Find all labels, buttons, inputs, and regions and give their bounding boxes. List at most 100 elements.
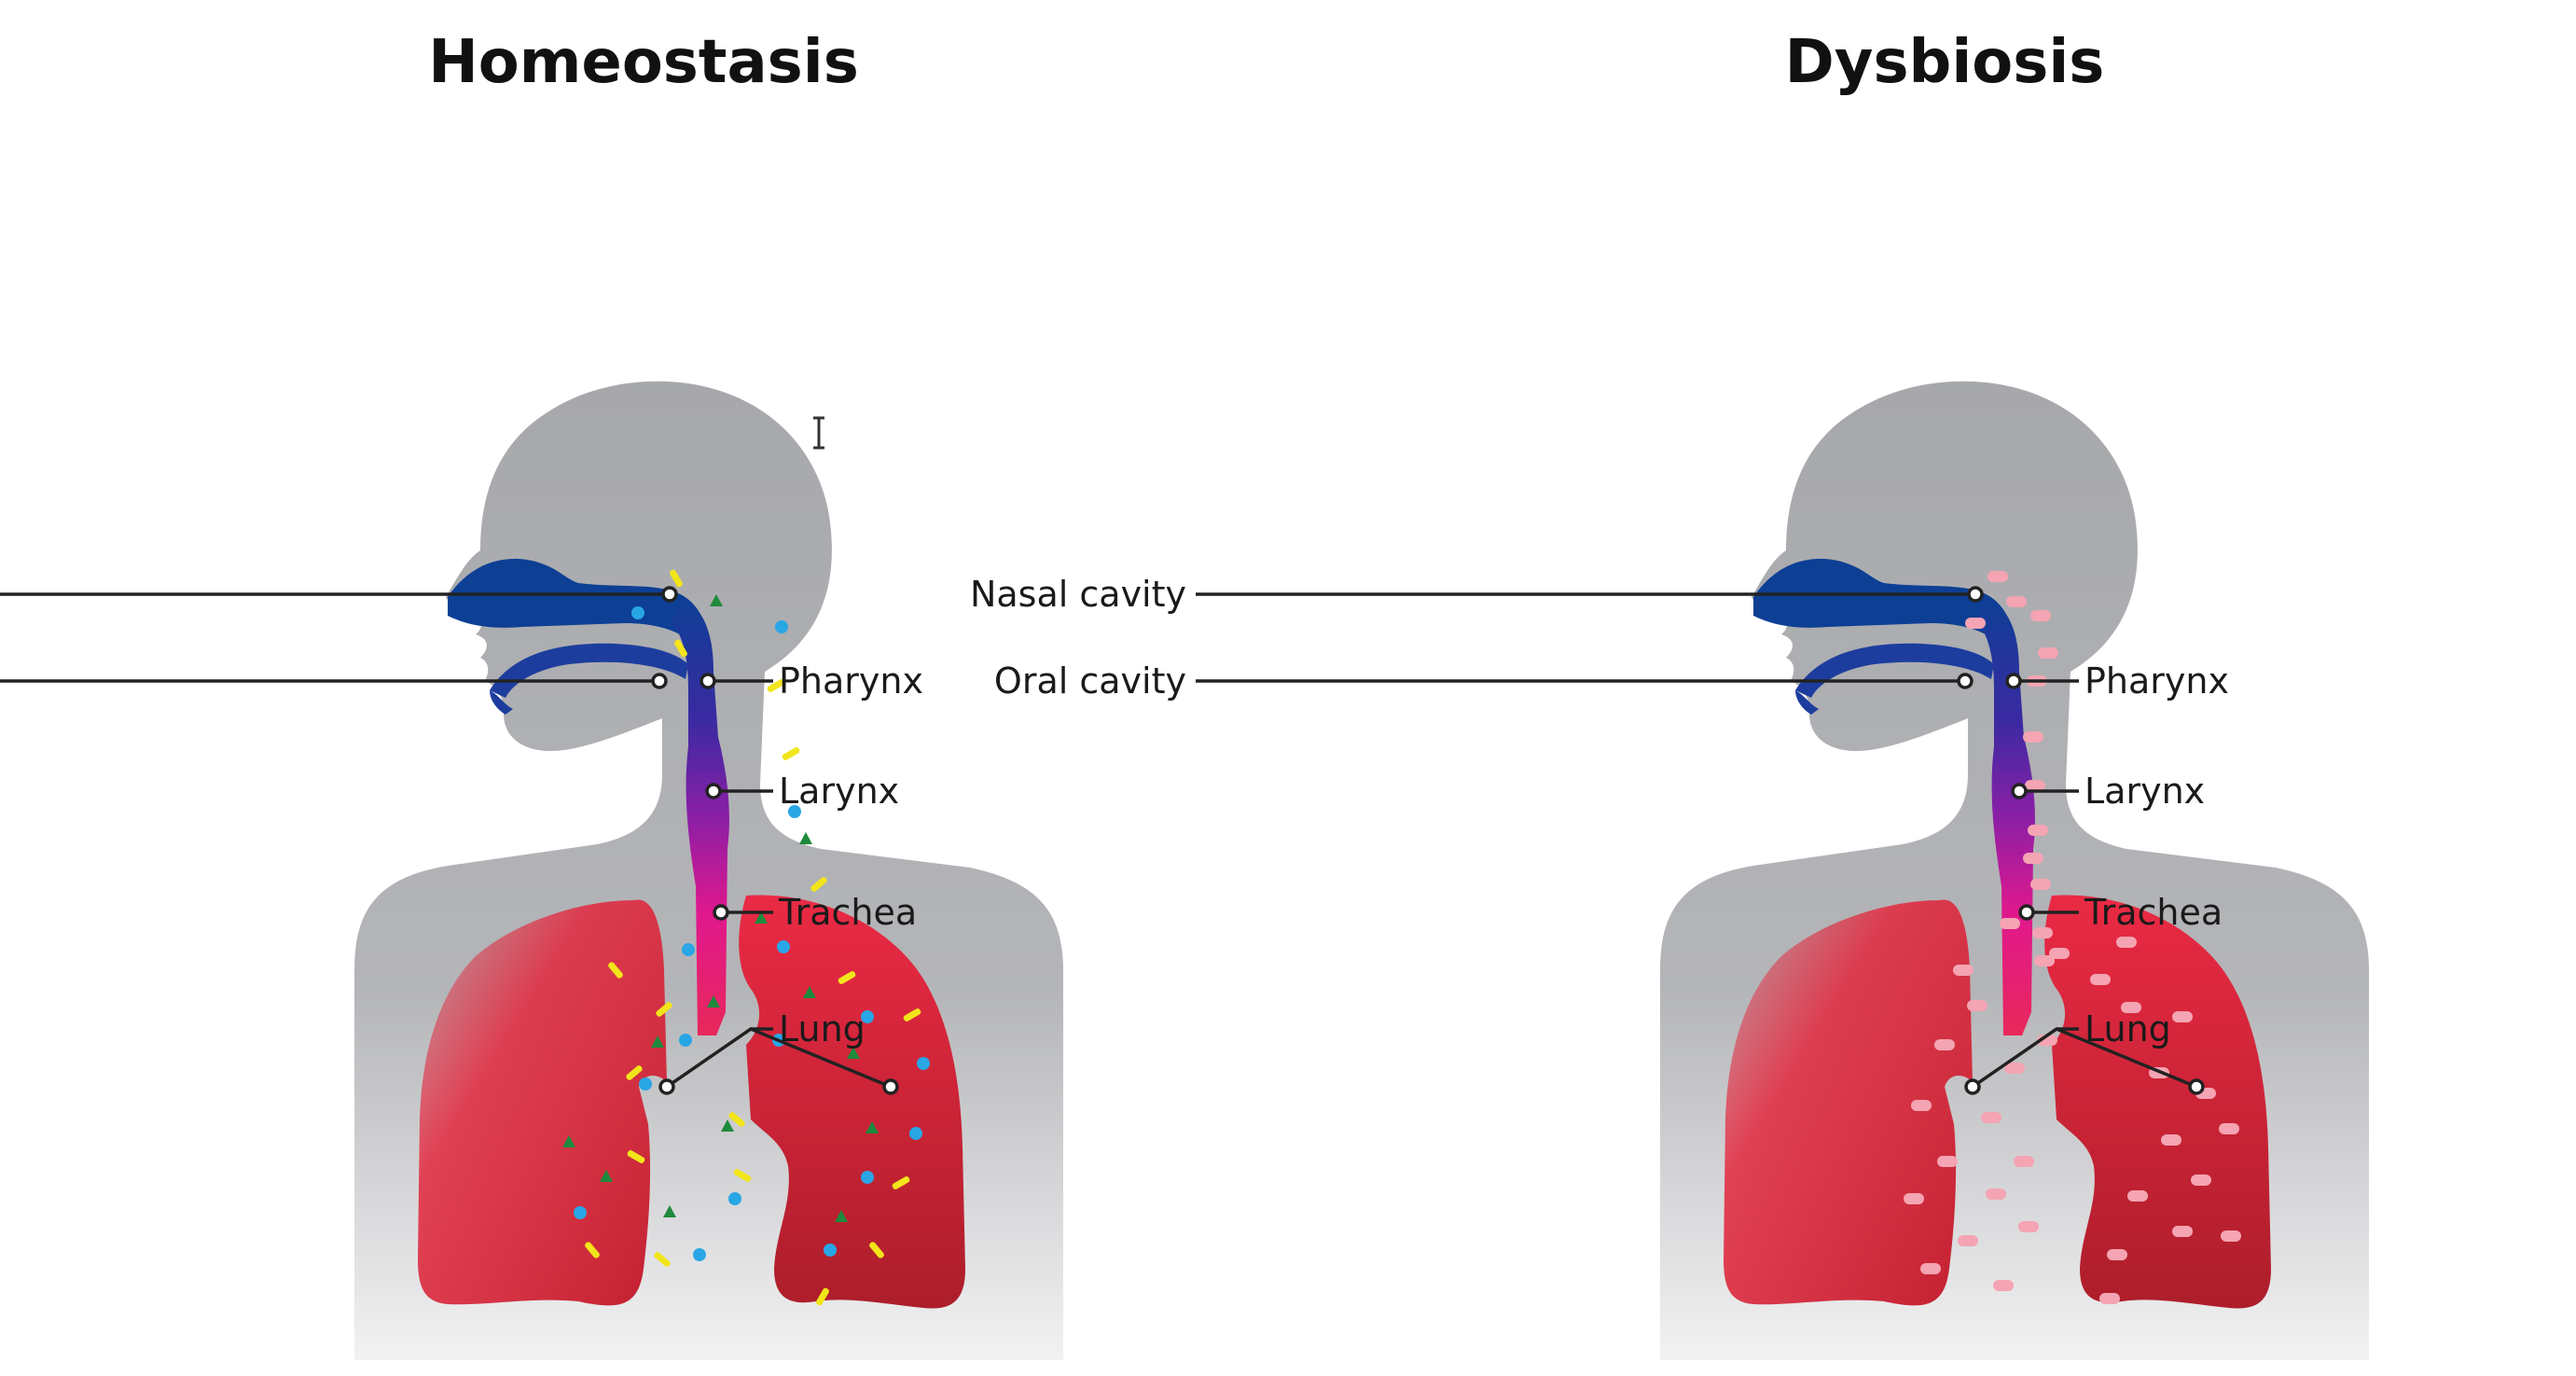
- label-lung: Lung: [779, 1008, 866, 1049]
- label-pharynx: Pharynx: [779, 660, 923, 702]
- microbe-coccus: [631, 606, 644, 619]
- microbe-pathobiont: [2000, 918, 2020, 929]
- microbe-rod: [733, 1169, 752, 1182]
- microbe-rod: [585, 1242, 600, 1258]
- microbe-pathobiont: [1920, 1263, 1941, 1274]
- microbe-pathobiont: [1911, 1100, 1932, 1111]
- microbe-pathobiont: [2025, 780, 2045, 791]
- microbe-pathobiont: [2034, 955, 2055, 966]
- microbe-coccus: [824, 1244, 837, 1257]
- microbe-rod: [608, 962, 623, 979]
- microbe-pathobiont: [2161, 1134, 2181, 1146]
- microbe-triangle: [562, 1135, 575, 1147]
- microbe-rod: [654, 1252, 671, 1267]
- microbe-rod: [892, 1176, 910, 1189]
- microbe-pathobiont: [2014, 1156, 2034, 1167]
- microbe-pathobiont: [2099, 1293, 2120, 1304]
- microbe-pathobiont: [2030, 610, 2051, 621]
- respiratory-figure: [1660, 381, 2369, 1360]
- label-larynx: Larynx: [779, 771, 899, 812]
- pin-trachea: [2018, 904, 2035, 921]
- pin-lungL: [1964, 1078, 1981, 1095]
- microbe-rod: [670, 569, 683, 588]
- microbe-pathobiont: [2172, 1226, 2193, 1237]
- microbe-pathobiont: [2006, 596, 2027, 607]
- microbe-triangle: [755, 911, 768, 924]
- microbe-rod: [656, 1002, 672, 1017]
- microbe-pathobiont: [1981, 1112, 2001, 1123]
- label-pharynx: Pharynx: [2084, 660, 2229, 702]
- microbe-pathobiont: [1993, 1280, 2014, 1291]
- pin-nasal: [661, 586, 678, 603]
- microbe-pathobiont: [1904, 1193, 1924, 1204]
- microbe-coccus: [917, 1057, 930, 1070]
- microbe-coccus: [775, 620, 788, 633]
- pin-pharynx: [699, 673, 716, 689]
- microbe-triangle: [707, 995, 720, 1008]
- pin-oral: [651, 673, 668, 689]
- microbe-rod: [816, 1287, 829, 1306]
- microbe-coccus: [693, 1248, 706, 1261]
- label-lung: Lung: [2084, 1008, 2171, 1049]
- microbe-pathobiont: [1987, 571, 2008, 582]
- microbe-pathobiont: [2127, 1190, 2148, 1202]
- microbiota: [562, 569, 930, 1306]
- microbe-triangle: [803, 986, 816, 998]
- text-cursor-icon: [813, 416, 824, 450]
- pin-nasal: [1967, 586, 1984, 603]
- label-nasal-cavity: Nasal cavity: [970, 574, 1186, 615]
- microbe-rod: [838, 971, 856, 984]
- microbe-triangle: [835, 1210, 848, 1222]
- microbe-pathobiont: [1967, 1000, 1987, 1011]
- microbe-coccus: [574, 1206, 587, 1219]
- microbe-rod: [626, 1065, 643, 1080]
- microbe-pathobiont: [2030, 879, 2051, 890]
- microbe-triangle: [651, 1035, 664, 1048]
- pin-lungR: [2188, 1078, 2205, 1095]
- microbe-pathobiont: [2023, 853, 2043, 864]
- microbe-pathobiont: [2028, 825, 2048, 836]
- microbe-pathobiont: [2221, 1230, 2241, 1242]
- microbe-pathobiont: [2090, 974, 2111, 985]
- microbe-triangle: [847, 1047, 860, 1059]
- pin-oral: [1957, 673, 1974, 689]
- microbe-pathobiont: [2038, 647, 2058, 659]
- microbe-rod: [674, 639, 687, 658]
- pin-pharynx: [2005, 673, 2022, 689]
- panel-title: Dysbiosis: [1785, 28, 2105, 97]
- microbe-coccus: [861, 1171, 874, 1184]
- microbe-pathobiont: [2023, 731, 2043, 743]
- microbe-pathobiont: [2172, 1011, 2193, 1022]
- microbe-pathobiont: [1965, 618, 1986, 629]
- microbe-rod: [627, 1150, 645, 1163]
- microbe-coccus: [728, 1192, 741, 1205]
- microbe-triangle: [663, 1205, 676, 1217]
- microbe-pathobiont: [2004, 1063, 2025, 1074]
- microbe-rod: [869, 1242, 884, 1258]
- microbe-rod: [728, 1112, 745, 1127]
- microbe-rod: [782, 747, 800, 760]
- microbe-pathobiont: [1934, 1039, 1955, 1050]
- label-trachea: Trachea: [2084, 892, 2223, 933]
- microbe-pathobiont: [1953, 965, 1974, 976]
- pin-trachea: [713, 904, 729, 921]
- leader-lines: [1196, 592, 2197, 1089]
- microbe-pathobiont: [2107, 1249, 2127, 1260]
- microbe-coccus: [861, 1010, 874, 1023]
- microbe-coccus: [777, 940, 790, 953]
- label-larynx: Larynx: [2084, 771, 2205, 812]
- microbe-pathobiont: [2018, 1221, 2039, 1232]
- microbe-triangle: [600, 1170, 613, 1182]
- leader-lines: [0, 592, 892, 1089]
- microbe-triangle: [721, 1119, 734, 1132]
- microbe-pathobiont: [2219, 1123, 2239, 1134]
- microbe-pathobiont: [1958, 1235, 1978, 1246]
- microbe-coccus: [788, 805, 801, 818]
- microbe-rod: [903, 1008, 921, 1022]
- microbe-pathobiont: [2191, 1174, 2211, 1186]
- microbe-triangle: [799, 832, 812, 844]
